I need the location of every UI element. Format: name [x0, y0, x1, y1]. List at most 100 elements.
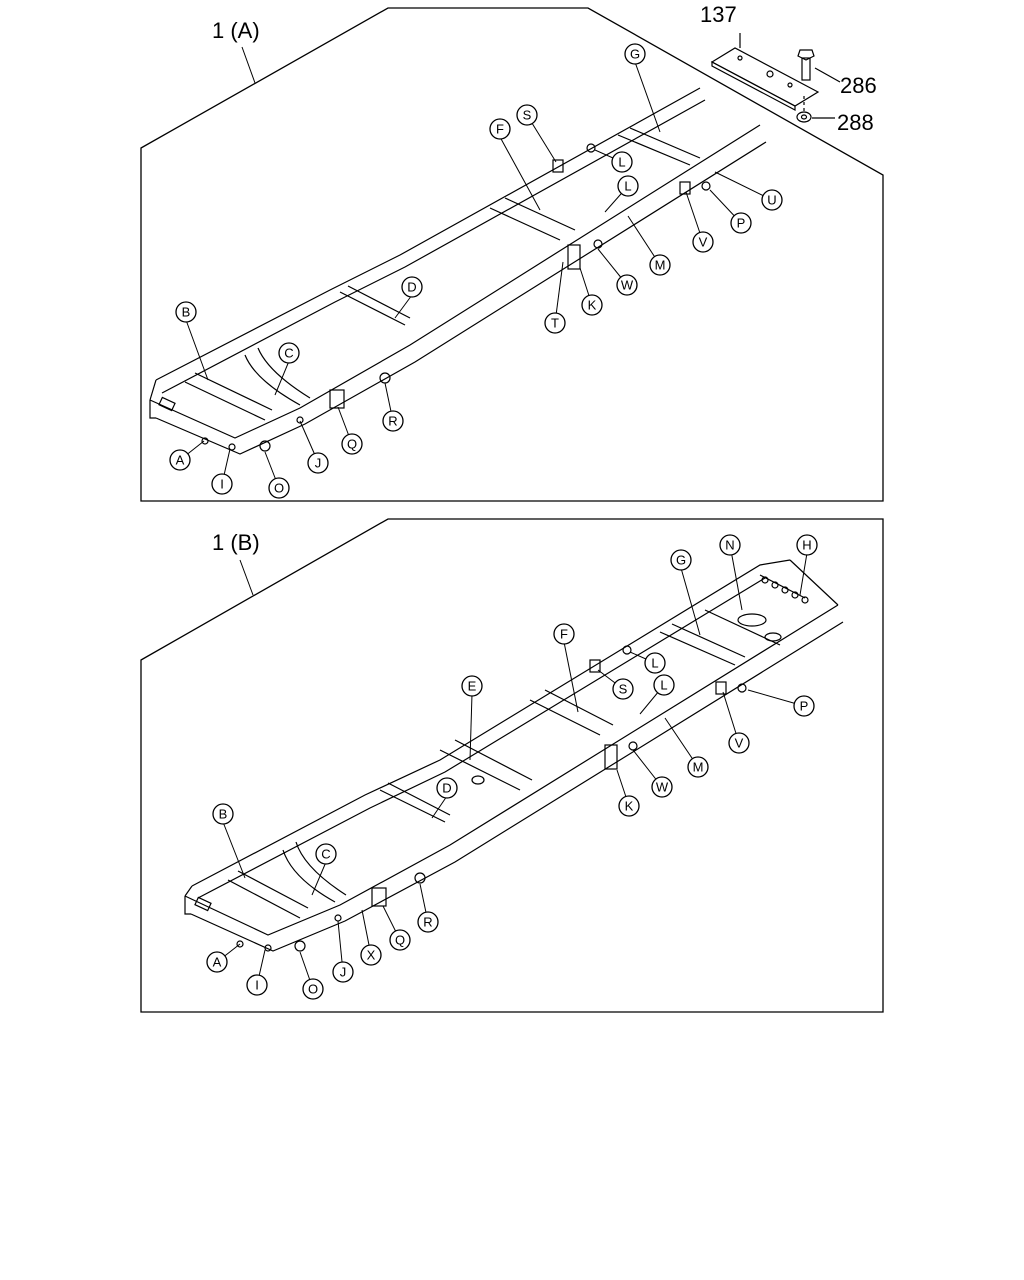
- svg-text:M: M: [655, 258, 666, 273]
- callout-a-U: U: [761, 189, 783, 211]
- leaders-b: [216, 544, 808, 990]
- svg-text:R: R: [388, 414, 397, 429]
- svg-text:R: R: [423, 915, 432, 930]
- callout-b-I: I: [246, 974, 268, 996]
- svg-text:L: L: [651, 656, 658, 671]
- callout-b-N: N: [719, 534, 741, 556]
- frame-a: [149, 87, 767, 455]
- callout-b-C: C: [315, 843, 337, 865]
- callout-a-O: O: [268, 477, 290, 499]
- svg-text:D: D: [407, 280, 416, 295]
- callout-a-G: G: [624, 43, 646, 65]
- svg-text:P: P: [800, 699, 809, 714]
- svg-text:P: P: [737, 216, 746, 231]
- svg-text:V: V: [699, 235, 708, 250]
- svg-text:A: A: [213, 955, 222, 970]
- callout-b-H: H: [796, 534, 818, 556]
- svg-text:O: O: [308, 982, 318, 997]
- callout-b-W: W: [651, 776, 673, 798]
- callout-a-F: F: [489, 118, 511, 140]
- plate-assembly: [710, 33, 841, 123]
- callout-b-L1: L: [644, 652, 666, 674]
- svg-text:K: K: [588, 298, 597, 313]
- callout-a-Q: Q: [341, 433, 363, 455]
- svg-text:F: F: [560, 627, 568, 642]
- part-137-label: 137: [700, 2, 737, 27]
- svg-text:L: L: [660, 678, 667, 693]
- svg-text:V: V: [735, 736, 744, 751]
- svg-text:L: L: [624, 179, 631, 194]
- callout-b-F: F: [553, 623, 575, 645]
- svg-text:B: B: [219, 807, 228, 822]
- svg-text:M: M: [693, 760, 704, 775]
- svg-text:G: G: [630, 47, 640, 62]
- callout-a-K: K: [581, 294, 603, 316]
- callout-b-G: G: [670, 549, 692, 571]
- callout-b-K: K: [618, 795, 640, 817]
- svg-text:T: T: [551, 316, 559, 331]
- callout-a-I: I: [211, 473, 233, 495]
- callout-b-E: E: [461, 675, 483, 697]
- callout-b-B: B: [212, 803, 234, 825]
- svg-text:Q: Q: [395, 933, 405, 948]
- callout-a-J: J: [307, 452, 329, 474]
- callout-a-A: A: [169, 449, 191, 471]
- callout-a-M: M: [649, 254, 671, 276]
- svg-text:H: H: [802, 538, 811, 553]
- frame-b: [184, 559, 844, 952]
- callout-a-W: W: [616, 274, 638, 296]
- svg-text:W: W: [656, 780, 669, 795]
- svg-text:W: W: [621, 278, 634, 293]
- callout-b-P: P: [793, 695, 815, 717]
- svg-text:C: C: [321, 847, 330, 862]
- callout-b-X: X: [360, 944, 382, 966]
- callout-b-M: M: [687, 756, 709, 778]
- svg-text:U: U: [767, 193, 776, 208]
- svg-text:O: O: [274, 481, 284, 496]
- svg-text:S: S: [619, 682, 628, 697]
- callout-b-A: A: [206, 951, 228, 973]
- svg-text:B: B: [182, 305, 191, 320]
- panel-b-border: [140, 518, 884, 1013]
- svg-text:J: J: [315, 456, 322, 471]
- svg-text:L: L: [618, 155, 625, 170]
- callout-a-T: T: [544, 312, 566, 334]
- callout-b-V: V: [728, 732, 750, 754]
- callout-b-D: D: [436, 777, 458, 799]
- panel-b-title: 1 (B): [212, 530, 260, 555]
- svg-text:S: S: [523, 108, 532, 123]
- svg-text:N: N: [725, 538, 734, 553]
- callout-b-R: R: [417, 911, 439, 933]
- svg-text:G: G: [676, 553, 686, 568]
- callout-a-V: V: [692, 231, 714, 253]
- svg-text:C: C: [284, 346, 293, 361]
- panel-b: A B C D E F G H I J K L L M N O P Q R S …: [140, 518, 884, 1013]
- panel-a-border: [140, 7, 884, 502]
- svg-text:D: D: [442, 781, 451, 796]
- callout-b-O: O: [302, 978, 324, 1000]
- callout-a-B: B: [175, 301, 197, 323]
- callout-b-Q: Q: [389, 929, 411, 951]
- part-288-label: 288: [837, 110, 874, 135]
- callout-b-J: J: [332, 961, 354, 983]
- callout-a-P: P: [730, 212, 752, 234]
- callout-a-S: S: [516, 104, 538, 126]
- svg-text:I: I: [220, 477, 224, 492]
- svg-text:X: X: [367, 948, 376, 963]
- svg-text:J: J: [340, 965, 347, 980]
- svg-text:A: A: [176, 453, 185, 468]
- panel-a: A B C D F G I J K L L M O P Q R S T U V …: [140, 7, 884, 502]
- svg-text:I: I: [255, 978, 259, 993]
- callout-b-L2: L: [653, 674, 675, 696]
- washer-icon: [796, 111, 812, 123]
- callout-b-S: S: [612, 678, 634, 700]
- callout-a-L1: L: [611, 151, 633, 173]
- svg-text:F: F: [496, 122, 504, 137]
- panel-a-title: 1 (A): [212, 18, 260, 43]
- svg-text:E: E: [468, 679, 477, 694]
- part-286-label: 286: [840, 73, 877, 98]
- svg-text:Q: Q: [347, 437, 357, 452]
- callout-a-C: C: [278, 342, 300, 364]
- callout-a-L2: L: [617, 175, 639, 197]
